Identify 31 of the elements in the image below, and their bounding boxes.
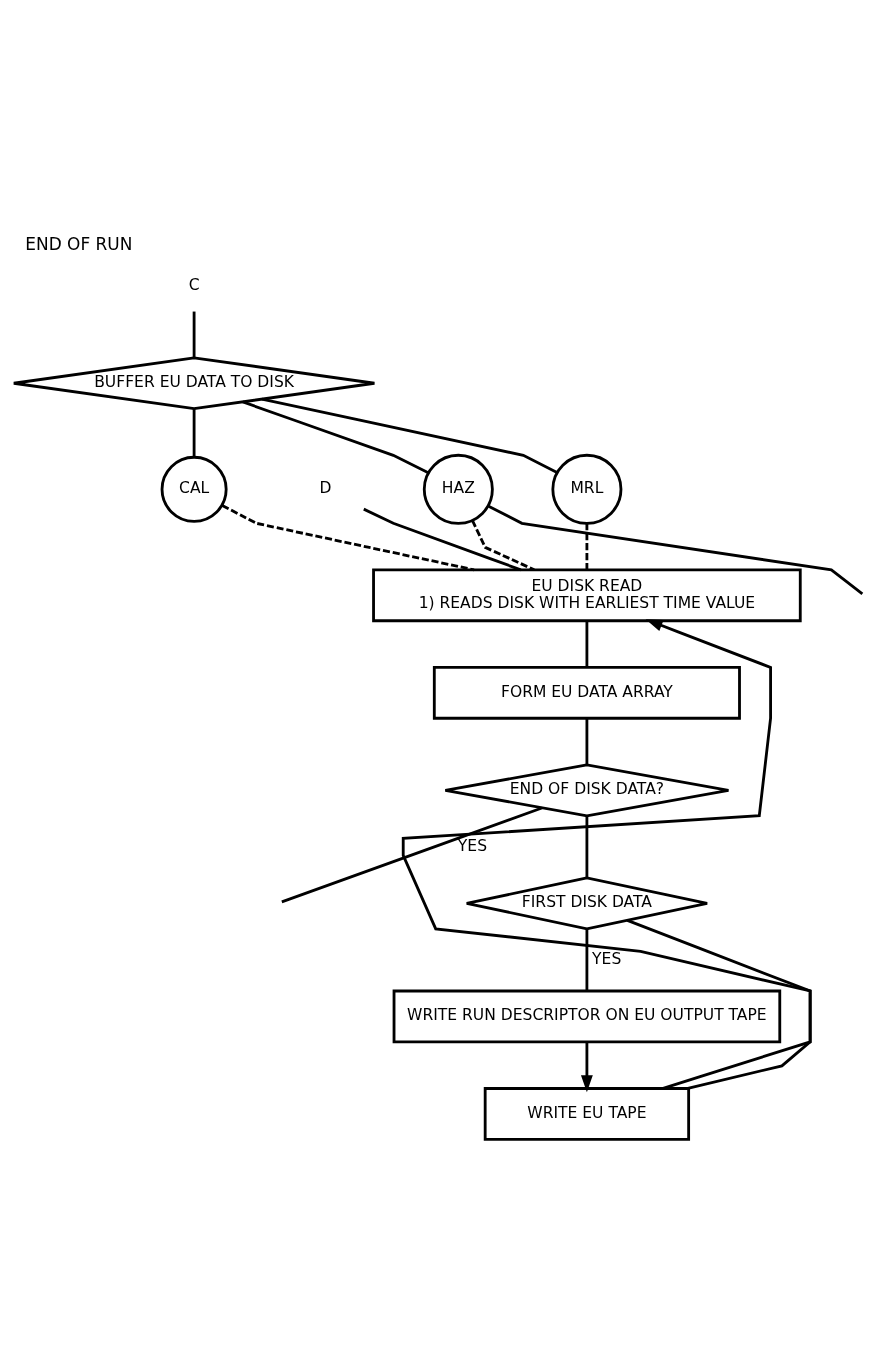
node-box: WRITE RUN DESCRIPTOR ON EU OUTPUT TAPE — [392, 989, 782, 1044]
arrow — [580, 1042, 593, 1093]
connector — [261, 397, 558, 474]
node-text: D — [319, 479, 332, 498]
node-circle: MRL — [551, 453, 623, 525]
node-circle: CAL — [160, 455, 228, 523]
node-box: WRITE EU TAPE — [483, 1087, 691, 1141]
connector — [242, 400, 430, 475]
node-diamond: END OF DISK DATA? — [443, 763, 730, 818]
connector — [585, 621, 589, 667]
diagram-title: END OF RUN — [25, 233, 133, 254]
connector — [585, 816, 589, 878]
node-circle: HAZ — [422, 453, 494, 525]
edge-label: YES — [592, 949, 622, 968]
node-text: C — [188, 275, 200, 294]
connector — [585, 523, 589, 570]
node-diamond: BUFFER EU DATA TO DISK — [12, 356, 376, 411]
connector — [221, 504, 475, 572]
edge-label: YES — [457, 836, 488, 855]
connector — [192, 311, 196, 358]
node-box: EU DISK READ 1) READS DISK WITH EARLIEST TIME VALUE — [372, 568, 802, 623]
connector — [192, 409, 196, 457]
connector — [487, 504, 864, 595]
connector — [363, 507, 522, 572]
connector — [471, 519, 535, 572]
connector — [585, 718, 589, 765]
arrow — [401, 619, 812, 1090]
node-box: FORM EU DATA ARRAY — [432, 666, 741, 720]
connector — [281, 806, 543, 904]
connector — [585, 929, 589, 991]
node-diamond: FIRST DISK DATA — [465, 876, 709, 931]
